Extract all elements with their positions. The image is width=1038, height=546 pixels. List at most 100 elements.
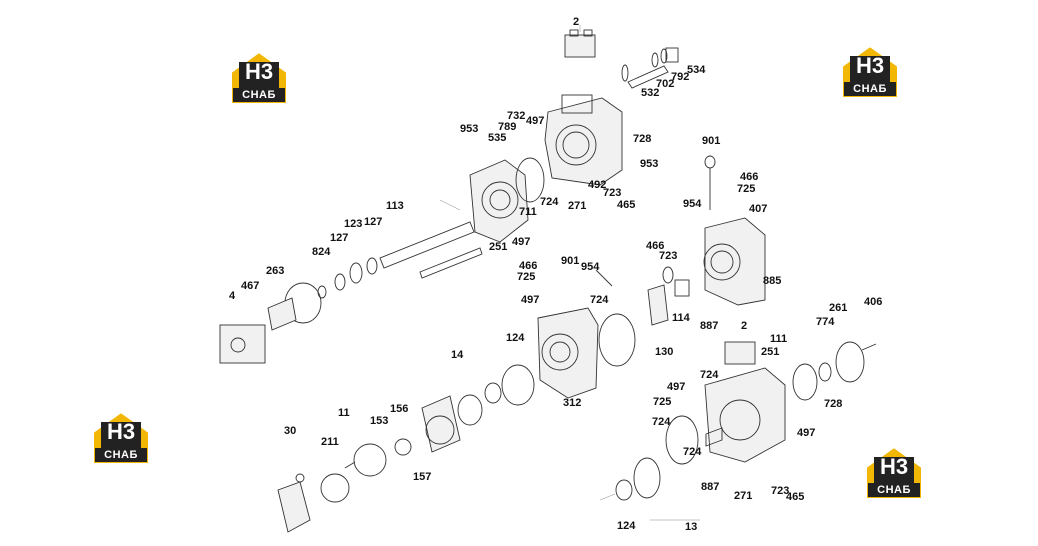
logo-house-icon	[865, 445, 923, 500]
logo-h3-snab-bottom-right: H3 СНАБ	[862, 443, 926, 503]
callout-label: 711	[519, 206, 537, 218]
logo-mark: H3	[244, 59, 274, 84]
logo-caption: СНАБ	[104, 449, 138, 461]
callout-label: 535	[488, 132, 507, 144]
callout-label: 261	[829, 302, 848, 314]
callout-label: 497	[521, 294, 540, 306]
swash-plate	[277, 473, 311, 533]
logo-caption: СНАБ	[853, 83, 887, 95]
callout-label: 534	[687, 64, 706, 76]
logo-h3-snab-top-right: H3 СНАБ	[838, 42, 902, 102]
callout-label: 725	[517, 271, 536, 283]
left-end-cover	[219, 282, 322, 364]
callout-label: 124	[506, 332, 525, 344]
top-pump-housing	[544, 94, 623, 186]
logo-caption: СНАБ	[877, 484, 911, 496]
callout-label: 124	[617, 520, 636, 532]
callout-label: 2	[741, 320, 748, 332]
callout-label: 465	[786, 491, 805, 503]
callout-label: 14	[451, 349, 464, 361]
callout-label: 127	[330, 232, 349, 244]
lower-right-parts	[792, 341, 877, 401]
logo-house-icon	[841, 44, 899, 99]
callout-label: 11	[338, 407, 350, 419]
callout-label: 113	[386, 200, 404, 212]
right-upper-housing	[703, 155, 766, 306]
callout-label: 901	[561, 255, 580, 267]
callout-label: 724	[700, 369, 719, 381]
callout-label: 953	[460, 123, 479, 135]
callout-label: 13	[685, 521, 698, 533]
top-seal-rings	[621, 47, 679, 89]
callout-label: 4	[229, 290, 236, 302]
callout-label: 114	[672, 312, 690, 324]
left-cover-plate	[469, 157, 545, 243]
top-control-valve	[564, 25, 596, 58]
right-upper-parts	[647, 266, 690, 326]
callout-label: 954	[581, 261, 600, 273]
callout-label: 111	[770, 333, 788, 345]
cylinder-block-assembly	[320, 382, 502, 503]
callout-label: 774	[816, 316, 835, 328]
logo-mark: H3	[106, 419, 136, 444]
callout-label: 953	[640, 158, 659, 170]
callout-label: 724	[590, 294, 609, 306]
callout-label: 497	[512, 236, 531, 248]
logo-h3-snab-top-left: H3 СНАБ	[227, 48, 291, 108]
callout-label: 532	[641, 87, 660, 99]
lower-pump-housing	[665, 341, 786, 465]
callout-label: 901	[702, 135, 721, 147]
logo-house-icon	[230, 50, 288, 105]
callout-label: 497	[526, 115, 545, 127]
callout-label: 251	[761, 346, 780, 358]
callout-label: 467	[241, 280, 260, 292]
callout-label: 263	[266, 265, 285, 277]
callout-label: 30	[284, 425, 297, 437]
callout-label: 497	[797, 427, 816, 439]
callout-label: 466	[740, 171, 759, 183]
callout-label: 728	[633, 133, 652, 145]
logo-mark: H3	[855, 53, 885, 78]
callout-label: 465	[617, 199, 636, 211]
callout-label: 251	[489, 241, 508, 253]
callout-label: 123	[344, 218, 363, 230]
callout-label: 702	[656, 78, 675, 90]
drive-shaft	[379, 199, 483, 279]
callout-label: 723	[603, 187, 622, 199]
callout-label: 724	[540, 196, 559, 208]
callout-label: 789	[498, 121, 517, 133]
callout-label: 725	[653, 396, 672, 408]
callout-label: 211	[321, 436, 339, 448]
logo-mark: H3	[879, 454, 909, 479]
callout-label: 466	[519, 260, 538, 272]
callout-label: 497	[667, 381, 686, 393]
callout-label: 724	[683, 446, 702, 458]
callout-label: 792	[671, 71, 690, 83]
callout-label: 2	[573, 16, 580, 28]
logo-caption: СНАБ	[242, 89, 276, 101]
callout-label: 312	[563, 397, 582, 409]
callout-label: 723	[659, 250, 678, 262]
callout-label: 271	[734, 490, 753, 502]
callout-label: 156	[390, 403, 409, 415]
callout-label: 728	[824, 398, 843, 410]
callout-label: 887	[700, 320, 719, 332]
callout-label: 127	[364, 216, 383, 228]
callout-label: 887	[701, 481, 720, 493]
callout-label: 725	[737, 183, 756, 195]
callout-label: 466	[646, 240, 665, 252]
middle-housing	[501, 269, 636, 406]
callout-label: 406	[864, 296, 883, 308]
callout-label: 724	[652, 416, 671, 428]
shaft-bearings	[317, 257, 378, 299]
callout-label: 492	[588, 179, 607, 191]
callout-label: 824	[312, 246, 331, 258]
logo-house-icon	[92, 410, 150, 465]
callout-label: 885	[763, 275, 782, 287]
callout-label: 407	[749, 203, 768, 215]
callout-label: 130	[655, 346, 674, 358]
callout-label: 954	[683, 198, 702, 210]
lower-left-parts	[599, 457, 700, 521]
